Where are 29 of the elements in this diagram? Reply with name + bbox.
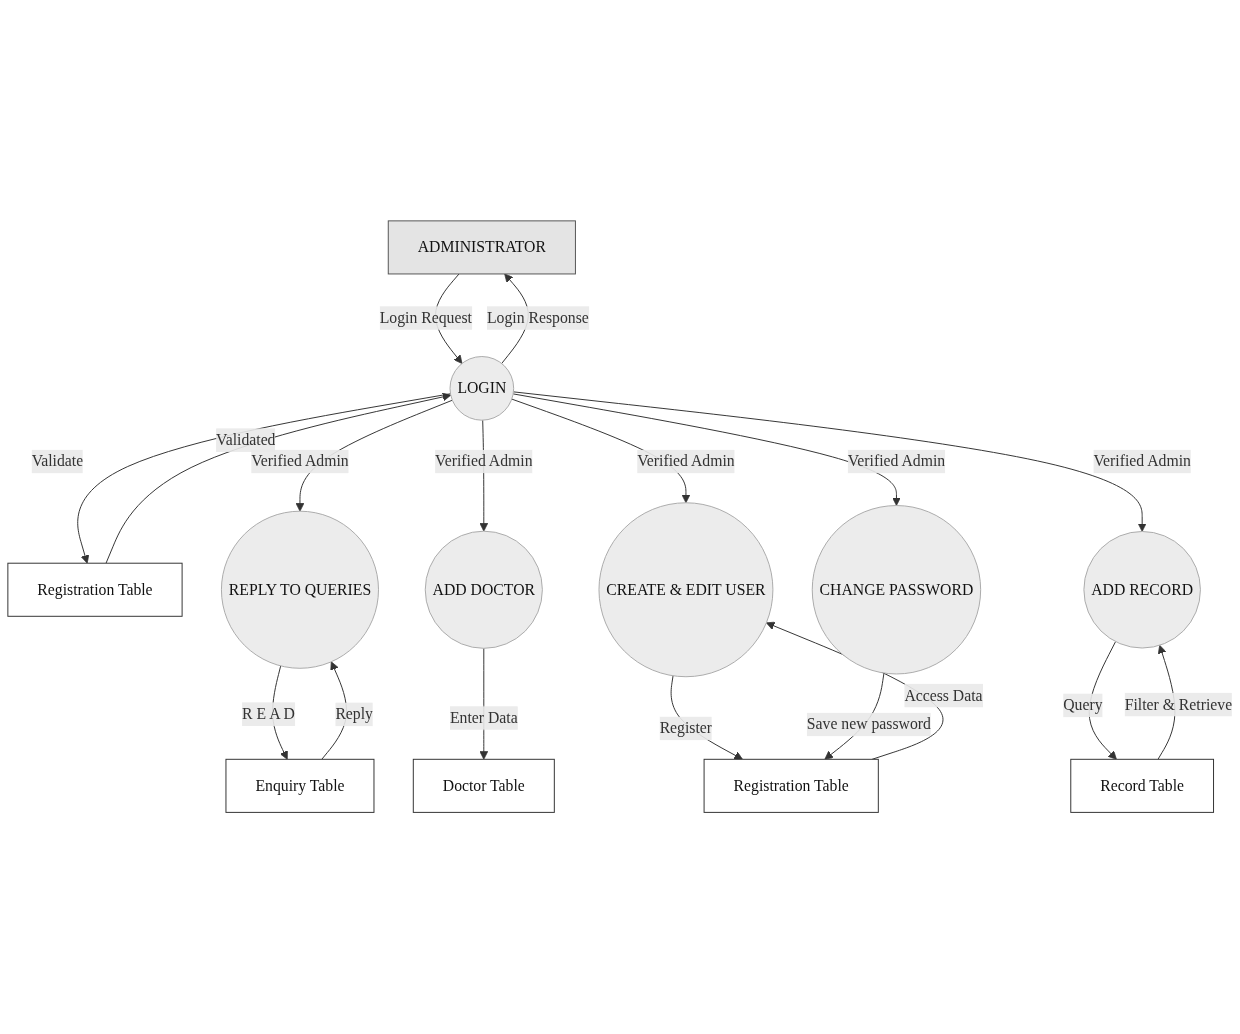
node-box: Enquiry Table	[225, 759, 375, 814]
node-box: Record Table	[1070, 759, 1215, 814]
edge-label: Validated	[216, 431, 276, 449]
node-circle: CHANGE PASSWORD	[811, 505, 982, 675]
edge-label: Login Request	[379, 309, 472, 327]
edge-label: Verified Admin	[1093, 453, 1191, 470]
node-box: Registration Table	[703, 759, 879, 814]
edge-label: Enter Data	[449, 709, 518, 727]
node-box: Registration Table	[7, 563, 183, 618]
node-circle: CREATE & EDIT USER	[598, 502, 774, 678]
node-circle: ADD RECORD	[1083, 531, 1201, 649]
node-circle: ADD DOCTOR	[424, 531, 543, 650]
edge-label: Reply	[335, 705, 373, 723]
edge-label: Register	[659, 719, 713, 737]
edge-label: R E A D	[242, 705, 295, 723]
edge-label: Filter & Retrieve	[1124, 696, 1233, 713]
edge-label: Verified Admin	[637, 453, 735, 470]
edge-label: Validate	[31, 453, 84, 470]
node-circle: REPLY TO QUERIES	[220, 511, 379, 670]
edge-label: Save new password	[806, 716, 931, 733]
node-box: ADMINISTRATOR	[387, 220, 576, 275]
edge-label: Login Response	[487, 309, 589, 327]
edge-label: Query	[1063, 696, 1103, 714]
node-box: Doctor Table	[412, 759, 555, 814]
node-circle: LOGIN	[449, 356, 515, 422]
edge-label: Verified Admin	[251, 453, 349, 470]
edge-label: Access Data	[904, 687, 983, 704]
edge-label: Verified Admin	[847, 453, 946, 470]
edge-label: Verified Admin	[435, 453, 533, 470]
